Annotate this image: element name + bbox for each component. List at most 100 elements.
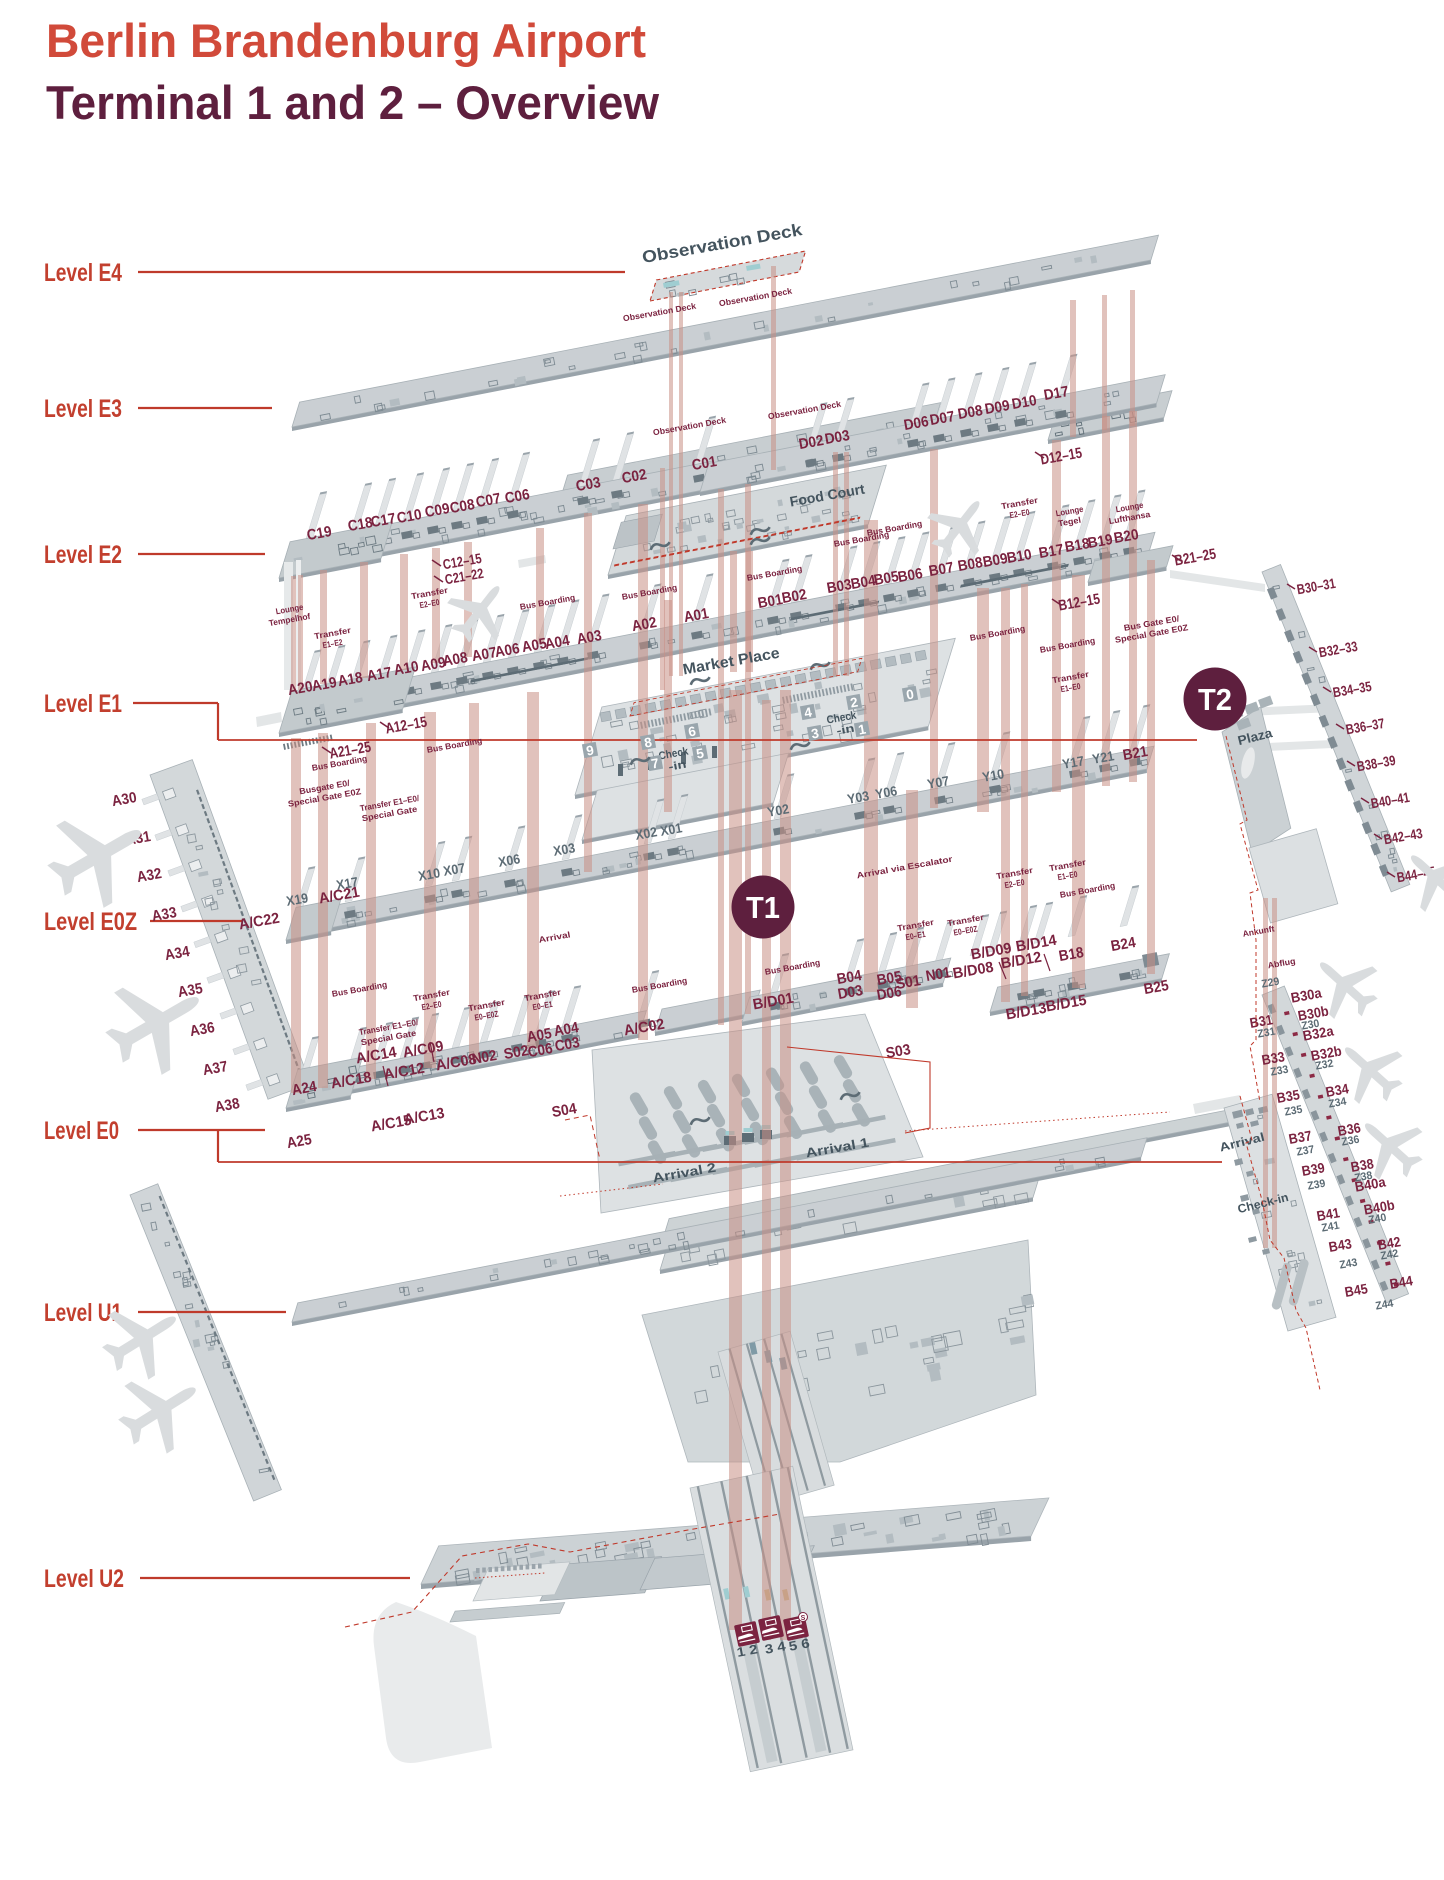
svg-text:E0–E1: E0–E1 xyxy=(905,929,927,942)
svg-text:Terminal 1 and 2 – Overview: Terminal 1 and 2 – Overview xyxy=(46,76,659,129)
svg-text:A10: A10 xyxy=(392,658,420,679)
svg-text:D06: D06 xyxy=(902,413,930,434)
svg-text:Lounge: Lounge xyxy=(1055,504,1085,519)
svg-text:Lounge: Lounge xyxy=(1115,500,1145,515)
svg-text:Y03: Y03 xyxy=(846,788,871,807)
svg-text:B/D15: B/D15 xyxy=(1045,992,1088,1016)
svg-text:C18: C18 xyxy=(346,514,374,535)
svg-text:Z43: Z43 xyxy=(1339,1257,1359,1272)
svg-text:B33: B33 xyxy=(1260,1048,1286,1068)
svg-text:A38: A38 xyxy=(213,1095,241,1116)
svg-text:B20: B20 xyxy=(1112,526,1140,547)
svg-text:A04: A04 xyxy=(543,632,571,653)
svg-text:-in: -in xyxy=(668,759,688,774)
svg-text:Z34: Z34 xyxy=(1328,1095,1349,1110)
svg-text:B/D14: B/D14 xyxy=(1015,932,1059,956)
svg-text:1: 1 xyxy=(857,721,867,737)
svg-text:Level E4: Level E4 xyxy=(44,259,122,287)
svg-text:B18: B18 xyxy=(1063,535,1091,556)
svg-text:C01: C01 xyxy=(690,453,718,474)
svg-text:A32: A32 xyxy=(135,865,163,886)
svg-text:Z35: Z35 xyxy=(1284,1104,1304,1119)
svg-text:-in: -in xyxy=(836,723,856,738)
svg-text:A/C22: A/C22 xyxy=(238,910,281,934)
svg-text:5: 5 xyxy=(695,745,705,761)
svg-text:Y07: Y07 xyxy=(926,773,950,792)
svg-text:2: 2 xyxy=(849,694,859,710)
svg-text:A03: A03 xyxy=(575,627,603,648)
svg-text:4: 4 xyxy=(803,704,813,720)
svg-text:Z38: Z38 xyxy=(1354,1170,1374,1185)
svg-text:E2–E0: E2–E0 xyxy=(1004,877,1026,890)
svg-text:B30b: B30b xyxy=(1296,1003,1329,1024)
svg-text:B32a: B32a xyxy=(1301,1022,1335,1043)
svg-text:A/C18: A/C18 xyxy=(330,1069,373,1093)
svg-text:Level E3: Level E3 xyxy=(44,395,122,423)
svg-text:Level U1: Level U1 xyxy=(44,1299,122,1327)
svg-text:3: 3 xyxy=(810,725,820,741)
svg-text:Z30: Z30 xyxy=(1301,1018,1321,1033)
svg-text:X03: X03 xyxy=(552,840,577,859)
svg-text:B43: B43 xyxy=(1327,1235,1353,1255)
svg-text:B/D08: B/D08 xyxy=(952,959,995,983)
svg-text:B41: B41 xyxy=(1315,1204,1341,1224)
svg-text:E1–E0: E1–E0 xyxy=(1057,869,1079,882)
svg-text:A/C09: A/C09 xyxy=(402,1038,445,1062)
svg-text:A37: A37 xyxy=(201,1058,229,1079)
svg-text:D02: D02 xyxy=(797,432,825,453)
svg-text:E0–E0Z: E0–E0Z xyxy=(474,1009,499,1023)
svg-text:Z36: Z36 xyxy=(1341,1134,1361,1149)
svg-text:A/C08: A/C08 xyxy=(435,1051,478,1075)
svg-text:B32–33: B32–33 xyxy=(1318,638,1359,661)
svg-text:A/C21: A/C21 xyxy=(318,884,361,908)
svg-text:X10: X10 xyxy=(417,865,441,884)
svg-text:A/C14: A/C14 xyxy=(355,1044,399,1068)
svg-text:X19: X19 xyxy=(285,890,309,909)
svg-text:A18: A18 xyxy=(336,669,364,690)
svg-text:B40b: B40b xyxy=(1362,1197,1395,1218)
svg-text:B04: B04 xyxy=(849,572,877,593)
svg-text:Level E0: Level E0 xyxy=(44,1117,119,1145)
svg-text:B17: B17 xyxy=(1037,541,1065,562)
svg-text:A09: A09 xyxy=(419,654,447,675)
svg-text:7: 7 xyxy=(650,755,660,771)
svg-text:B/D13: B/D13 xyxy=(1005,1000,1048,1024)
svg-text:A02: A02 xyxy=(630,614,658,635)
svg-text:Level E1: Level E1 xyxy=(44,690,122,718)
svg-text:B30a: B30a xyxy=(1289,984,1323,1005)
svg-text:X07: X07 xyxy=(442,860,466,879)
svg-text:S03: S03 xyxy=(884,1041,912,1062)
svg-text:B42–43: B42–43 xyxy=(1383,825,1424,848)
svg-text:B18: B18 xyxy=(1057,944,1085,965)
svg-text:C06: C06 xyxy=(503,486,531,507)
svg-text:Y21: Y21 xyxy=(1091,748,1116,767)
svg-text:3 4: 3 4 xyxy=(764,1638,788,1657)
svg-text:A24: A24 xyxy=(290,1078,318,1099)
svg-text:A34: A34 xyxy=(163,943,191,964)
svg-text:A/C02: A/C02 xyxy=(623,1016,666,1040)
svg-text:A07: A07 xyxy=(470,644,498,665)
svg-text:6: 6 xyxy=(687,723,697,739)
svg-text:E0–E0Z: E0–E0Z xyxy=(953,924,978,938)
svg-text:B06: B06 xyxy=(896,565,924,586)
svg-text:Check: Check xyxy=(826,709,858,726)
svg-text:Z33: Z33 xyxy=(1270,1064,1290,1079)
svg-text:B30–31: B30–31 xyxy=(1296,575,1337,598)
svg-text:A/C13: A/C13 xyxy=(403,1105,446,1129)
svg-text:B05: B05 xyxy=(872,568,900,589)
svg-text:X02: X02 xyxy=(634,824,658,843)
svg-text:E2–E0: E2–E0 xyxy=(419,597,441,610)
svg-text:B/D01: B/D01 xyxy=(752,990,795,1014)
svg-text:D08: D08 xyxy=(956,402,984,423)
svg-text:9: 9 xyxy=(585,742,595,758)
svg-text:B38: B38 xyxy=(1349,1155,1375,1175)
svg-text:E1–E0: E1–E0 xyxy=(1060,681,1082,694)
svg-text:S01: S01 xyxy=(894,972,922,993)
svg-text:C12–15: C12–15 xyxy=(442,550,483,573)
svg-text:D10: D10 xyxy=(1010,392,1038,413)
svg-text:A/C15: A/C15 xyxy=(370,1112,413,1136)
svg-text:B36: B36 xyxy=(1336,1119,1362,1139)
svg-text:Z42: Z42 xyxy=(1380,1248,1400,1263)
svg-text:X06: X06 xyxy=(497,851,522,870)
svg-text:B/D12: B/D12 xyxy=(1000,949,1043,973)
